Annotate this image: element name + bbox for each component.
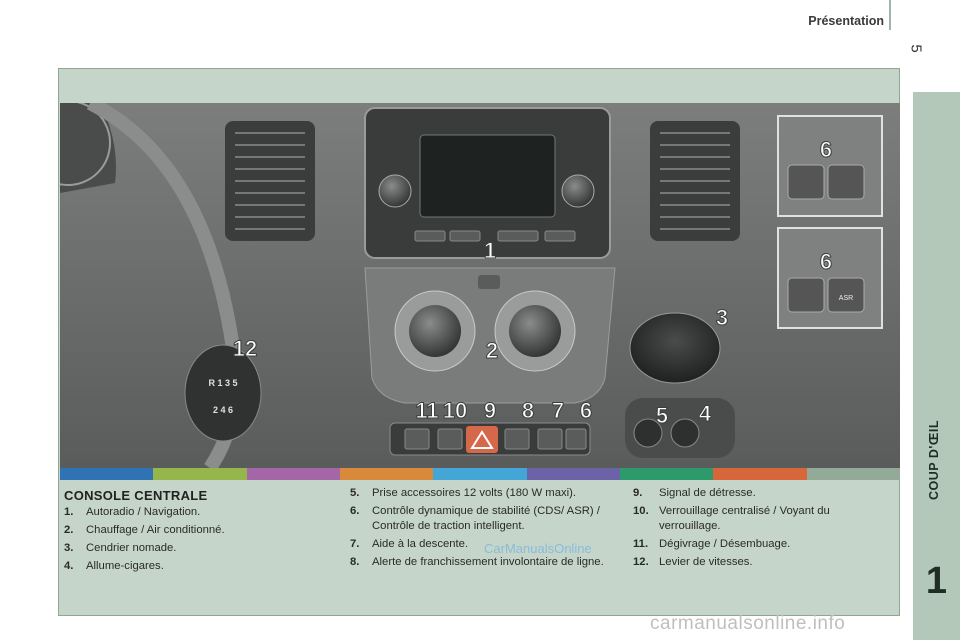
color-bar-segment [246, 468, 340, 480]
legend-item-number: 12. [633, 556, 649, 568]
legend-item-number: 3. [64, 542, 74, 554]
footer-watermark: carmanualsonline.info [650, 613, 846, 634]
legend-item-text: Cendrier nomade. [86, 542, 177, 554]
ashtray [629, 312, 721, 384]
legend-item-text: Chauffage / Air conditionné. [86, 524, 225, 536]
legend-item-number: 2. [64, 524, 74, 536]
legend-item: 10. Verrouillage centralisé / Voyant du v… [633, 504, 883, 534]
gear-pattern-bottom: 2 4 6 [213, 405, 233, 415]
legend-item-number: 7. [350, 538, 360, 550]
legend-item-text: Autoradio / Navigation. [86, 506, 201, 518]
gear-pattern-top: R 1 3 5 [208, 378, 237, 388]
inline-watermark: CarManualsOnline [484, 541, 592, 556]
accessory-socket [633, 418, 663, 448]
legend-item-text: Allume-cigares. [86, 560, 164, 572]
color-bar-segment [619, 468, 714, 480]
callout-8: 8 [522, 398, 534, 423]
fan-knob [509, 305, 561, 357]
page-header-title: Présentation [808, 14, 884, 28]
legend-item-text: Aide à la descente. [372, 538, 469, 550]
legend-item-text: Prise accessoires 12 volts (180 W maxi). [372, 487, 577, 499]
color-bar [60, 468, 900, 480]
legend-item-number: 11. [633, 538, 649, 550]
legend-item-text: Alerte de franchissement involontaire de… [372, 556, 604, 568]
callout-7: 7 [552, 398, 564, 423]
legend-item: 11. Dégivrage / Désembuage. [633, 537, 883, 552]
legend-item-number: 1. [64, 506, 74, 518]
legend-column-2: 5. Prise accessoires 12 volts (180 W maxi… [350, 486, 612, 573]
chapter-tab [913, 92, 960, 640]
radio-tune-knob [561, 174, 595, 208]
radio-screen [419, 134, 556, 218]
callout-4: 4 [699, 401, 712, 426]
chapter-number: 1 [925, 560, 948, 602]
legend-item: 2. Chauffage / Air conditionné. [64, 523, 314, 538]
chapter-tab-label: COUP D'ŒIL [927, 420, 941, 500]
page-number: 5 [907, 44, 925, 53]
legend-item-number: 10. [633, 505, 649, 517]
legend-item: 5. Prise accessoires 12 volts (180 W maxi… [350, 486, 612, 501]
legend-item: 1. Autoradio / Navigation. [64, 505, 314, 520]
legend-item-number: 8. [350, 556, 360, 568]
legend-item-number: 6. [350, 505, 360, 517]
color-bar-segment [433, 468, 527, 480]
cigar-lighter [670, 418, 700, 448]
callout-3: 3 [716, 305, 728, 330]
callout-11: 11 [415, 398, 438, 423]
color-bar-segment [526, 468, 620, 480]
legend-item-text: Dégivrage / Désembuage. [659, 538, 791, 550]
color-bar-segment [60, 468, 154, 480]
radio-volume-knob [378, 174, 412, 208]
gear-lever-knob [184, 344, 262, 442]
legend-item-text: Levier de vitesses. [659, 556, 753, 568]
color-bar-segment [339, 468, 434, 480]
callout-12: 12 [233, 336, 257, 361]
legend-item-text: Verrouillage centralisé / Voyant du verr… [659, 505, 830, 532]
color-bar-segment [806, 468, 900, 480]
legend-item: 3. Cendrier nomade. [64, 541, 314, 556]
legend-item: 8. Alerte de franchissement involontaire … [350, 555, 612, 570]
legend-item: 12. Levier de vitesses. [633, 555, 883, 570]
temperature-knob [409, 305, 461, 357]
callout-6-inset-2: 6 [820, 249, 832, 274]
callout-9: 9 [484, 398, 496, 423]
legend-item-number: 5. [350, 487, 360, 499]
legend-item: 6. Contrôle dynamique de stabilité (CDS/ … [350, 504, 612, 534]
legend-item-text: Contrôle dynamique de stabilité (CDS/ AS… [372, 505, 600, 532]
legend-item-number: 9. [633, 487, 643, 499]
legend-column-3: 9. Signal de détresse. 10. Verrouillage cen… [633, 486, 883, 573]
color-bar-segment [713, 468, 807, 480]
legend-column-1: 1. Autoradio / Navigation. 2. Chauffage / A… [64, 505, 314, 577]
callout-6: 6 [580, 398, 592, 423]
color-bar-segment [153, 468, 247, 480]
legend-item-text: Signal de détresse. [659, 487, 756, 499]
legend-item-number: 4. [64, 560, 74, 572]
callout-5: 5 [656, 403, 668, 428]
instrument-cluster [60, 103, 116, 193]
section-title: CONSOLE CENTRALE [64, 488, 208, 503]
callout-6-inset-1: 6 [820, 137, 832, 162]
callout-1: 1 [484, 238, 496, 263]
dashboard-photo: R 1 3 5 2 4 6 ASR 1 2 3 4 5 6 6 6 7 8 9 … [60, 103, 900, 468]
header-divider [889, 0, 891, 30]
callout-2: 2 [486, 338, 498, 363]
legend-item: 4. Allume-cigares. [64, 559, 314, 574]
legend-item: 7. Aide à la descente. [350, 537, 612, 552]
legend-item: 9. Signal de détresse. [633, 486, 883, 501]
asr-button-label: ASR [839, 295, 853, 302]
callout-10: 10 [443, 398, 467, 423]
